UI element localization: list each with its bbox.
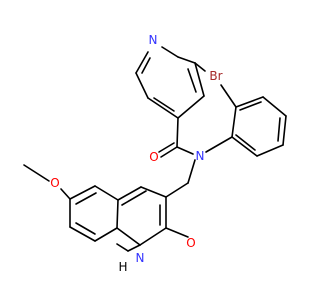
chemical-structure: N Br O N O O H N	[23, 33, 287, 274]
bond	[194, 62, 206, 72]
atom-carbonyl-o: O	[149, 150, 158, 164]
bond	[176, 117, 179, 148]
bond	[116, 227, 141, 246]
bond	[153, 97, 175, 112]
bond	[121, 190, 147, 206]
bond	[69, 226, 96, 242]
bond	[187, 68, 197, 93]
bond	[23, 164, 50, 182]
bond	[177, 95, 205, 119]
atom-methoxy-o: O	[50, 176, 59, 190]
atom-amide-n: N	[196, 149, 205, 163]
bond	[147, 97, 179, 119]
atom-quinolinone-h: H	[118, 260, 127, 274]
bond	[262, 96, 287, 117]
bond	[235, 96, 264, 108]
atom-bromine: Br	[209, 69, 222, 83]
bond	[127, 244, 141, 252]
bond	[235, 134, 256, 151]
bond	[256, 144, 284, 157]
bond	[165, 182, 189, 198]
bond	[205, 136, 233, 153]
bond	[158, 142, 175, 153]
bond	[187, 159, 196, 184]
bond	[176, 146, 194, 155]
bond	[117, 186, 142, 201]
bond	[135, 72, 149, 99]
bond	[194, 62, 205, 97]
bond	[94, 227, 118, 242]
atom-pyridine-n: N	[149, 33, 158, 47]
bond	[282, 115, 287, 146]
bond	[220, 84, 237, 108]
bond	[75, 222, 96, 235]
bond	[60, 188, 71, 200]
bond	[69, 185, 96, 200]
bonds	[23, 46, 287, 252]
bond	[141, 57, 151, 74]
bond	[135, 51, 149, 74]
bond	[75, 192, 97, 205]
bond	[239, 101, 262, 111]
bond	[231, 106, 237, 138]
bond	[165, 227, 189, 238]
bond	[94, 185, 119, 201]
bond	[116, 199, 119, 229]
bond	[116, 243, 129, 252]
bond	[161, 46, 179, 58]
bond	[177, 56, 196, 64]
bond	[231, 136, 258, 157]
bond	[140, 186, 167, 198]
atom-quinolinone-o: O	[186, 236, 195, 250]
bond	[139, 227, 167, 246]
atom-quinolinone-n: N	[136, 251, 145, 265]
bond	[160, 146, 178, 158]
bond	[277, 117, 281, 142]
